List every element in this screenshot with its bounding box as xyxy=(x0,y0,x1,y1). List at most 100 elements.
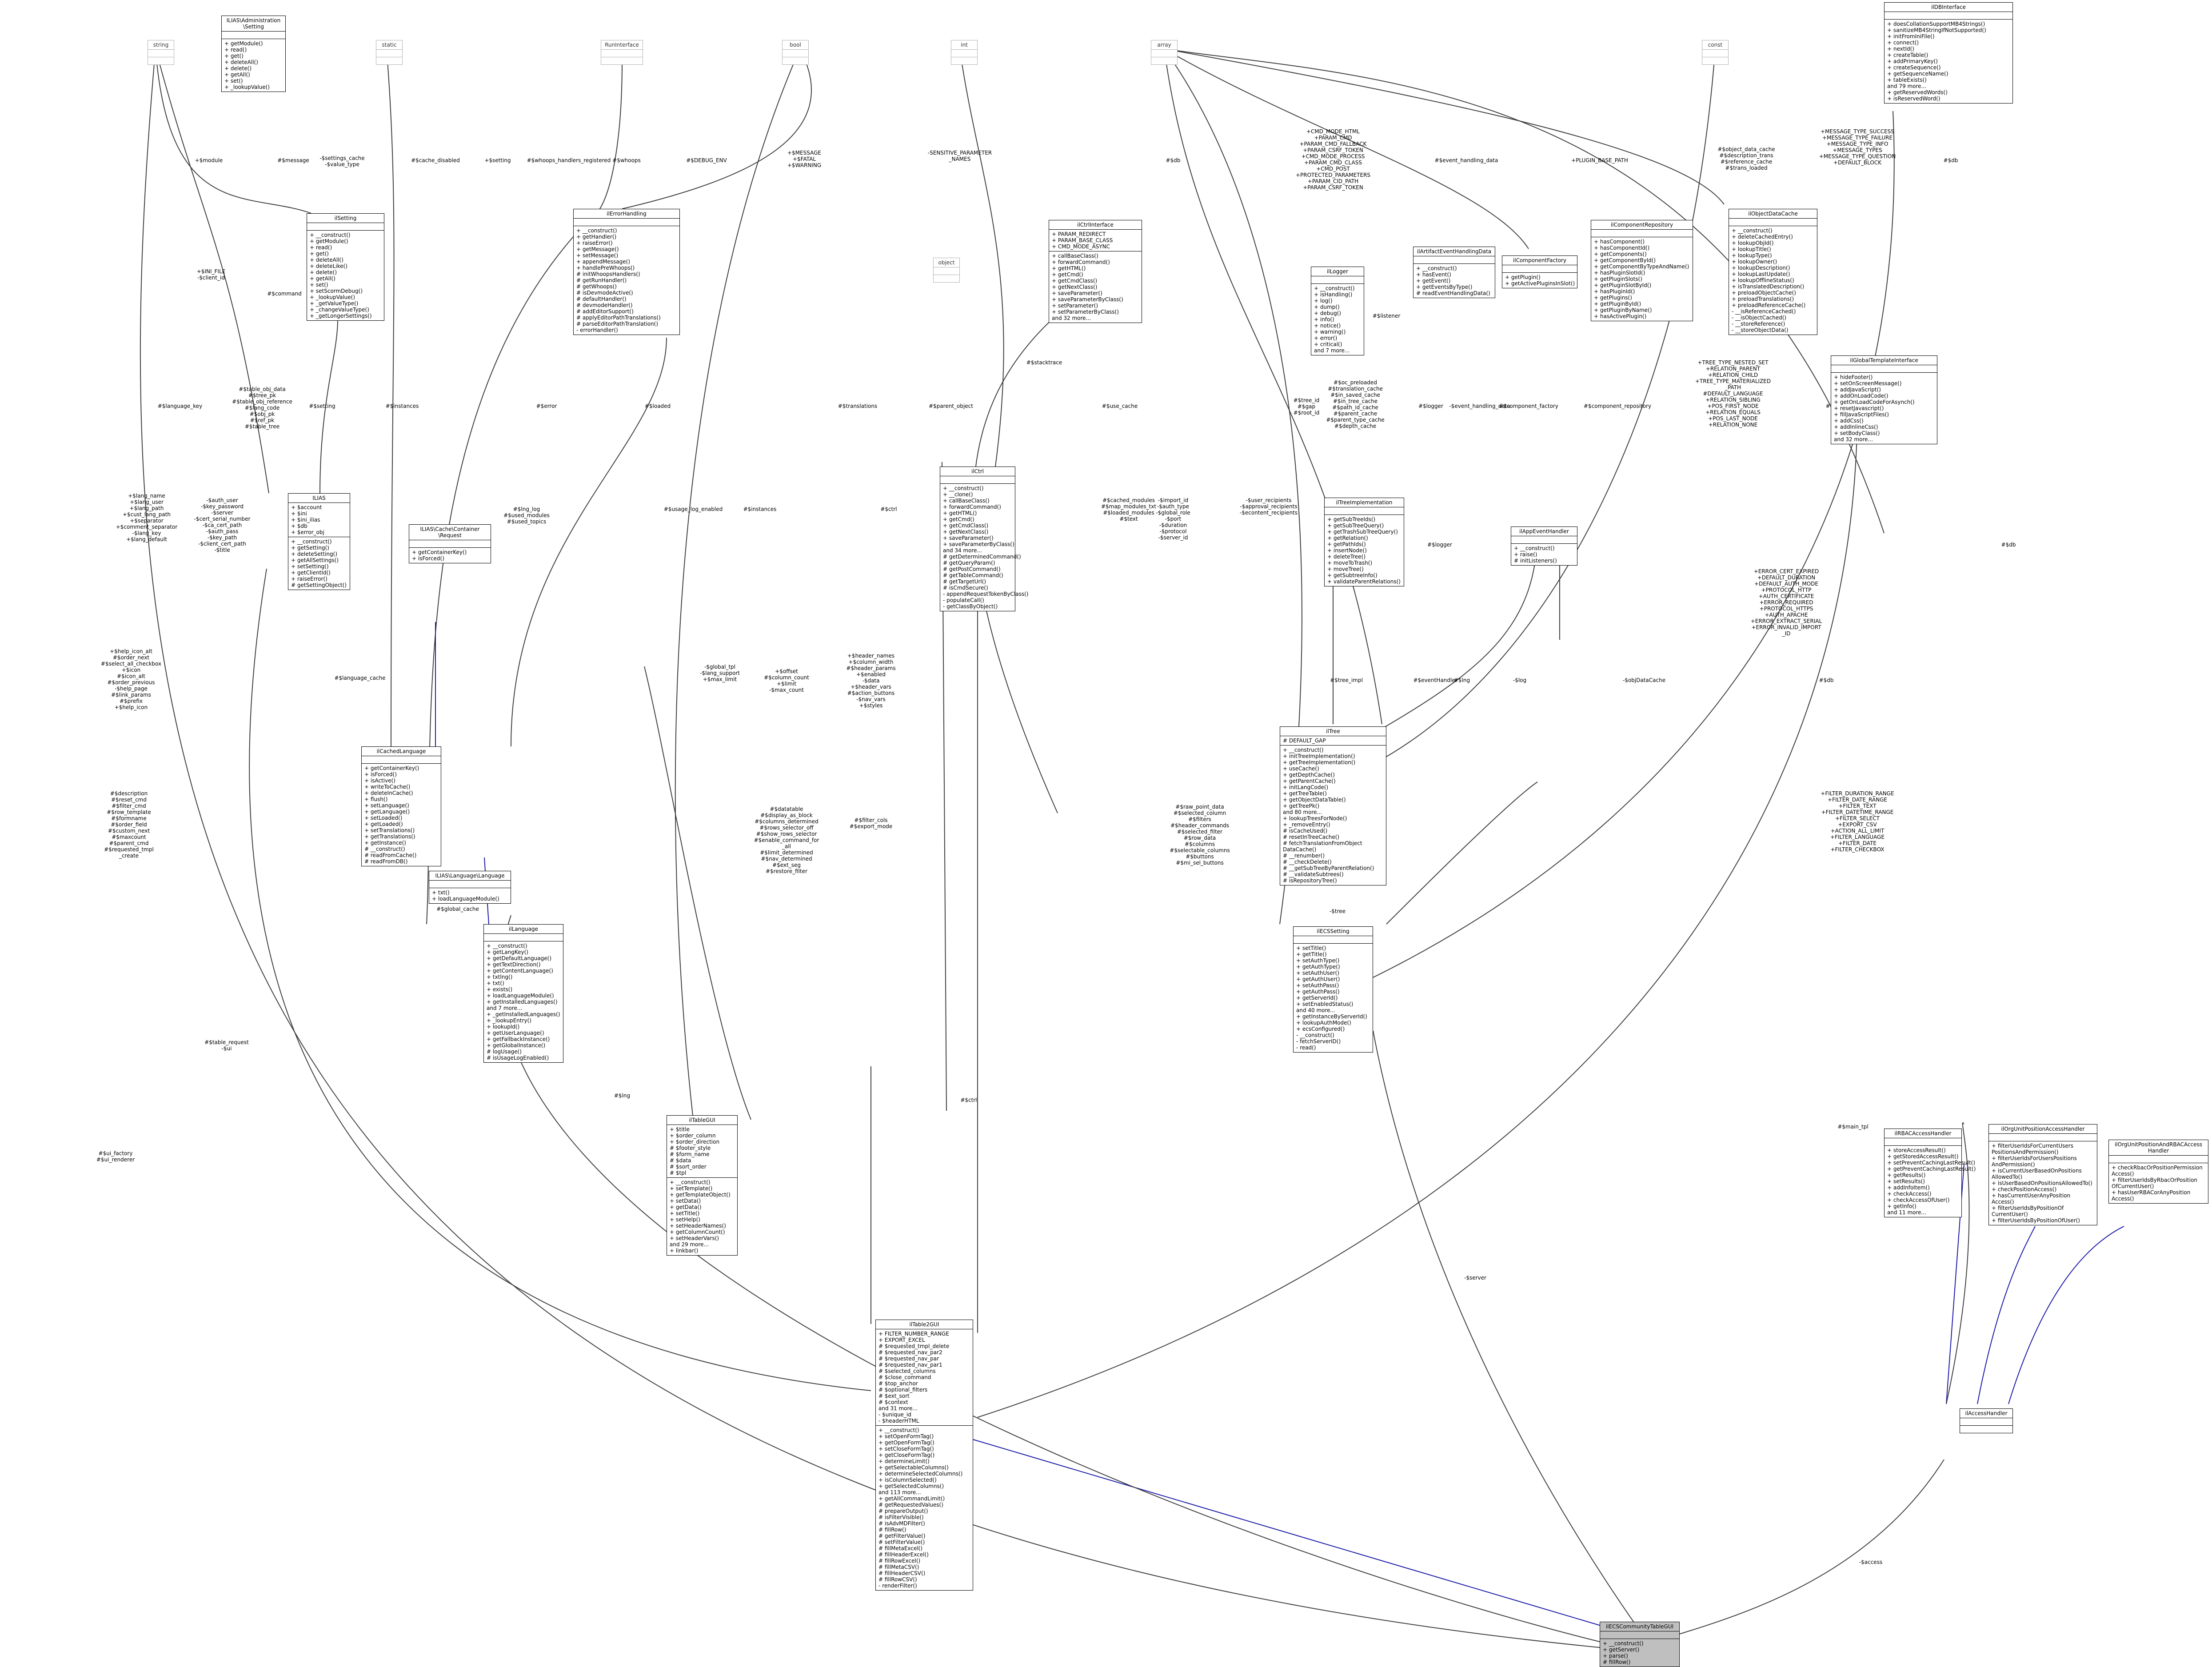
class-rbac[interactable]: ilRBACAccessHandler+ storeAccessResult()… xyxy=(1884,1129,1976,1217)
class-appevent[interactable]: ilAppEventHandler+ __construct() + raise… xyxy=(1511,526,1577,566)
class-name: ilCtrlInterface xyxy=(1049,220,1142,230)
edge-label-language-key: #$language_key xyxy=(158,403,203,409)
edge-label-lng2: #$lng xyxy=(614,1093,630,1099)
edge-label-global-tpl: -$global_tpl-$lang_support+$max_limit xyxy=(700,664,740,682)
class-bool[interactable]: bool xyxy=(782,40,809,65)
class-orgunit[interactable]: ilOrgUnitPositionAccessHandler+ filterUs… xyxy=(1988,1124,2097,1225)
class-name: ilSetting xyxy=(307,214,384,223)
class-attributes xyxy=(951,50,977,57)
class-logger[interactable]: ilLogger+ __construct() + isHandling() +… xyxy=(1311,267,1364,355)
edge-label-access: -$access xyxy=(1859,1559,1882,1565)
class-int[interactable]: int xyxy=(951,40,978,65)
class-static[interactable]: static xyxy=(376,40,403,65)
edge-label-tree-impl: #$tree_impl xyxy=(1330,677,1363,683)
class-operations: + getContainerKey() + isForced() + isAct… xyxy=(364,765,419,865)
class-operations: + hideFooter() + setOnScreenMessage() + … xyxy=(1834,374,1915,443)
class-operations: + __construct() + setTemplate() + getTem… xyxy=(670,1179,731,1254)
edge-label-db4: #$db xyxy=(2001,542,2016,548)
class-operations: + __construct() + setOpenFormTag() + get… xyxy=(878,1427,963,1589)
class-name: object xyxy=(934,258,959,267)
class-operations: + __construct() + getServer() + parse() … xyxy=(1603,1640,1644,1665)
edge-label-whoops: #$whoops xyxy=(612,157,641,164)
class-array[interactable]: array xyxy=(1151,40,1178,65)
class-ecssetting[interactable]: ilECSSetting+ setTitle() + getTitle() + … xyxy=(1293,926,1373,1053)
class-operations: + callBaseClass() + forwardCommand() + g… xyxy=(1052,253,1123,321)
class-ctrl[interactable]: ilCtrl+ __construct() + __clone() + call… xyxy=(940,467,1029,611)
class-treeimpl[interactable]: ilTreeImplementation+ getSubTreeIds() + … xyxy=(1324,498,1404,586)
class-name: ilComponentRepository xyxy=(1591,220,1693,230)
class-attributes xyxy=(307,223,384,231)
class-runiface[interactable]: RunInterface xyxy=(601,40,643,65)
edge-label-event-handler: #$eventHandler xyxy=(1413,677,1457,683)
class-cachereq[interactable]: ILIAS\Cache\Container \Request+ getConta… xyxy=(409,524,491,563)
class-operations: + checkRbacOrPositionPermission Access()… xyxy=(2112,1165,2203,1202)
edge-label-parent-object: #$parent_object xyxy=(929,403,973,409)
class-attributes xyxy=(409,540,491,548)
class-operations: + txt() + loadLanguageModule() xyxy=(432,889,499,902)
class-attributes xyxy=(601,50,643,57)
class-attributes: + $title + $order_column + $order_direct… xyxy=(667,1125,737,1178)
edge-label-db5: #$db xyxy=(1819,677,1834,683)
class-ecstablegui[interactable]: ilECSCommunityTableGUI + __construct() + … xyxy=(1600,1622,1680,1667)
edge-label-event-data: -$event_handling_data xyxy=(1449,403,1510,409)
class-name: ilTree xyxy=(1280,727,1386,736)
class-comprepo[interactable]: ilComponentRepository+ hasComponent() + … xyxy=(1591,220,1693,321)
class-string[interactable]: string xyxy=(148,40,174,65)
class-objdatacache[interactable]: ilObjectDataCache+ __construct() + delet… xyxy=(1729,209,1817,335)
edge-label-import-id: -$import_id-$auth_type-$global_role-$por… xyxy=(1156,497,1190,541)
class-name: string xyxy=(148,40,174,50)
class-const[interactable]: const xyxy=(1702,40,1729,65)
class-table2gui[interactable]: ilTable2GUI+ FILTER_NUMBER_RANGE + EXPOR… xyxy=(875,1320,973,1591)
edge-label-usage-log: #$usage_log_enabled xyxy=(664,506,723,512)
edge-label-help-icon: +$help_icon_alt#$order_next#$select_all_… xyxy=(101,648,161,710)
edge-label-logger2: #$logger xyxy=(1427,542,1452,548)
edge-label-log: -$log xyxy=(1513,677,1526,683)
class-globaltpl[interactable]: ilGlobalTemplateInterface + hideFooter() … xyxy=(1831,355,1937,444)
class-setting_iface[interactable]: ILIAS\Administration \Setting+ getModule… xyxy=(221,16,286,92)
class-ctrlinterface[interactable]: ilCtrlInterface+ PARAM_REDIRECT + PARAM_… xyxy=(1049,220,1142,323)
edge-label-cmd-mode: +CMD_MODE_HTML+PARAM_CMD+PARAM_CMD_FALLB… xyxy=(1296,128,1370,191)
edge-label-auth-user: -$auth_user-$key_password-$server-$cert_… xyxy=(194,497,250,553)
edge-table2gui-inherit xyxy=(973,1439,1618,1631)
class-accesshandler[interactable]: ilAccessHandler xyxy=(1960,1408,2013,1433)
class-name: ILIAS\Cache\Container \Request xyxy=(409,525,491,540)
class-cachedlang[interactable]: ilCachedLanguage+ getContainerKey() + is… xyxy=(361,746,441,866)
class-operations: + __construct() + getModule() + read() +… xyxy=(310,232,372,319)
edge-label-ui-factory: #$ui_factory#$ui_renderer xyxy=(96,1150,135,1163)
class-operations: + __construct() + deleteCachedEntry() + … xyxy=(1732,227,1806,333)
class-name: ilGlobalTemplateInterface xyxy=(1831,356,1937,365)
class-language[interactable]: ilLanguage+ __construct() + getLangKey()… xyxy=(483,924,563,1063)
class-attributes xyxy=(783,50,808,57)
class-tree[interactable]: ilTree# DEFAULT_GAP+ __construct() + ini… xyxy=(1280,726,1386,885)
edge-label-plugin-base: +PLUGIN_BASE_PATH xyxy=(1571,157,1628,164)
edge-label-loaded: #$loaded xyxy=(645,403,671,409)
class-name: ilECSCommunityTableGUI xyxy=(1600,1622,1679,1631)
edge-label-table-request: #$table_request-$ui xyxy=(204,1039,249,1052)
edge-label-datatable: #$datatable#$display_as_block#$columns_d… xyxy=(754,806,819,874)
class-artifact[interactable]: ilArtifactEventHandlingData+ __construct… xyxy=(1413,247,1495,298)
class-name: ilOrgUnitPositionAndRBACAccess Handler xyxy=(2109,1140,2208,1156)
edge-label-msg-fatal: +$MESSAGE+$FATAL+$WARNING xyxy=(787,150,821,168)
class-name: ILIAS\Language\Language xyxy=(429,871,511,881)
class-orgrbac[interactable]: ilOrgUnitPositionAndRBACAccess Handler + … xyxy=(2108,1140,2208,1204)
class-object[interactable]: object xyxy=(933,258,960,283)
class-errorhandling[interactable]: ilErrorHandling+ __construct() + getHand… xyxy=(573,209,680,335)
class-operations: + __construct() + initTreeImplementation… xyxy=(1283,747,1374,884)
class-ilsetting[interactable]: ilSetting + __construct() + getModule() +… xyxy=(307,213,384,321)
class-compfactory[interactable]: ilComponentFactory+ getPlugin() + getAct… xyxy=(1502,255,1577,288)
edge-server xyxy=(1373,1030,1640,1631)
class-ilias[interactable]: ILIAS+ $account + $ini + $ini_ilias + $d… xyxy=(288,493,350,590)
class-langiface[interactable]: ILIAS\Language\Language + txt() + loadLan… xyxy=(429,871,511,904)
class-attributes xyxy=(1885,12,2012,20)
class-name: ilErrorHandling xyxy=(574,209,679,219)
class-attributes xyxy=(1989,1134,2097,1141)
edge-label-lang-cache: #$language_cache xyxy=(334,675,385,681)
class-name: ilLogger xyxy=(1311,267,1364,276)
class-attributes xyxy=(1729,219,1817,226)
class-tablegui[interactable]: ilTableGUI+ $title + $order_column + $or… xyxy=(667,1115,738,1256)
class-name: ILIAS\Administration \Setting xyxy=(222,16,285,32)
class-name: ilArtifactEventHandlingData xyxy=(1413,247,1495,256)
class-idbinterface[interactable]: ilDBInterface+ doesCollationSupportMB4St… xyxy=(1884,2,2013,104)
class-attributes xyxy=(222,32,285,39)
